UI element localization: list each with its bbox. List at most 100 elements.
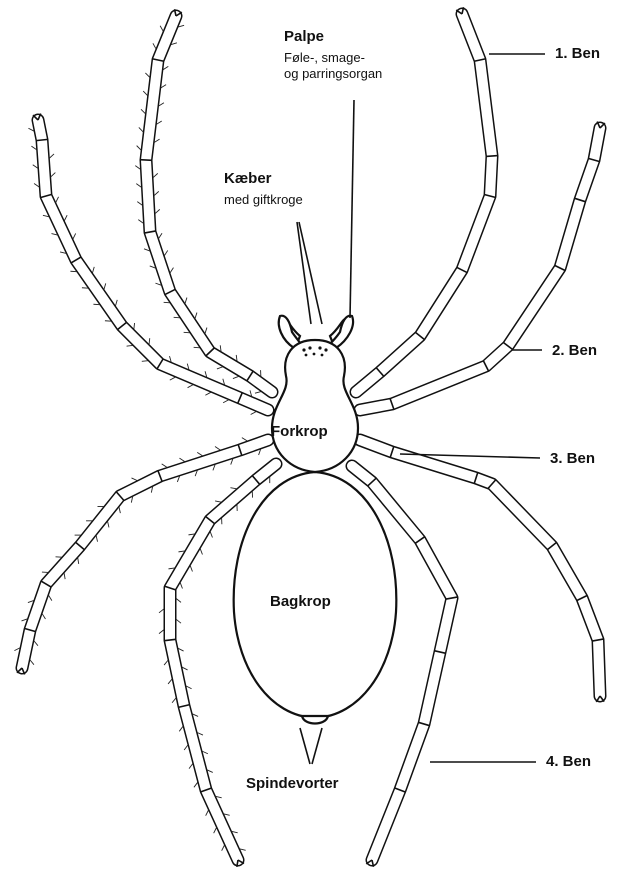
leg-1-left-hair xyxy=(170,268,173,273)
leg-2-left-hair xyxy=(149,338,150,344)
leg-4-left-hair xyxy=(194,782,198,787)
leg-1-left-hair xyxy=(195,313,197,319)
label-kaeber-desc: med giftkroge xyxy=(224,193,303,208)
leader-kaeber-b xyxy=(299,222,322,324)
leader-spindevorter-b xyxy=(312,728,322,764)
leg-3-left-hair xyxy=(48,595,51,600)
leg-4-left-hair xyxy=(206,810,209,816)
leg-3-left-hair xyxy=(215,447,220,451)
leg-3-left-hair xyxy=(132,478,138,481)
leg-2-left-hair xyxy=(170,377,176,380)
label-ben-1: 1. Ben xyxy=(555,45,600,62)
leg-4-left-hair xyxy=(179,726,183,731)
leg-2-left-hair xyxy=(142,361,148,362)
leg-2-right xyxy=(360,128,600,410)
leg-3-left-hair xyxy=(64,573,65,579)
label-palpe: Palpe xyxy=(284,28,324,45)
leg-1-left-hair xyxy=(160,26,163,32)
leg-2-left-hair xyxy=(73,233,76,239)
leg-4-left-hair xyxy=(222,845,225,851)
leg-1-left-hair xyxy=(136,184,141,188)
leg-2-left-hair xyxy=(56,197,59,203)
leg-4-left-hair xyxy=(159,630,164,634)
leg-4-left-hair xyxy=(168,679,172,684)
leg-1-left-hair xyxy=(164,302,170,303)
leg-2-left-hair xyxy=(188,385,194,388)
label-palpe-desc-1: Føle-, smage- xyxy=(284,51,365,66)
leg-1-left-hair xyxy=(137,202,142,206)
leg-1-left-hair xyxy=(217,367,223,369)
label-ben-2: 2. Ben xyxy=(552,342,597,359)
leg-1-left-hair xyxy=(174,317,180,318)
leg-1-left-hair xyxy=(233,376,239,378)
leg-4-left-hair xyxy=(230,488,236,489)
leg-4-left-hair xyxy=(176,598,181,602)
leg-4-left-hair xyxy=(190,566,192,572)
leg-1-left-hair xyxy=(255,392,261,394)
leg-2-left-hair xyxy=(223,400,229,403)
leader-spindevorter-a xyxy=(300,728,310,764)
leg-3-left-hair xyxy=(30,660,34,665)
leg-1-left-hair xyxy=(138,220,143,224)
leg-4-left-hair xyxy=(176,619,181,623)
leg-2-left-hair xyxy=(51,173,56,177)
leg-1-left-joint xyxy=(140,160,152,161)
leg-2-left-hair xyxy=(134,323,135,329)
leg-1-left-hair xyxy=(184,332,190,333)
leg-1-left-hair xyxy=(155,209,160,213)
leg-2-left-hair xyxy=(31,146,36,150)
label-spindevorter: Spindevorter xyxy=(246,775,339,792)
leg-1-left-hair xyxy=(153,173,158,177)
leg-1-left-hair xyxy=(139,127,143,132)
leg-4-left-hair xyxy=(189,764,193,769)
leg-3-left-hair xyxy=(197,452,202,456)
leg-1-left-hair xyxy=(194,347,200,348)
leg-3-left-hair xyxy=(179,458,184,462)
leg-3-right xyxy=(360,440,600,696)
leader-palpe xyxy=(350,100,354,318)
leg-3-left-hair xyxy=(34,641,38,646)
leg-4-left-hair xyxy=(180,583,182,589)
leg-2-left-hair xyxy=(33,165,38,169)
leg-1-left-hair xyxy=(153,43,156,49)
label-palpe-desc-2: og parringsorgan xyxy=(284,67,382,82)
leg-2-left-hair xyxy=(251,412,257,415)
leg-1-left-hair xyxy=(141,109,145,114)
leg-4-left-hair xyxy=(214,827,217,833)
leg-4-left-hair xyxy=(172,698,176,703)
leg-2-left-hair xyxy=(115,300,117,306)
leg-2-left-hair xyxy=(64,215,67,221)
leg-1-left-hair xyxy=(185,298,187,304)
label-bagkrop: Bagkrop xyxy=(270,593,331,610)
leg-3-left-hair xyxy=(78,558,79,564)
leg-2-left-hair xyxy=(205,392,211,395)
leader-kaeber-a xyxy=(297,222,311,324)
leg-3-left xyxy=(22,440,268,668)
leg-4-left-hair xyxy=(215,501,221,502)
leg-1-left-hair xyxy=(205,328,207,334)
leg-4-left-hair xyxy=(200,549,202,555)
leg-4-left-hair xyxy=(159,609,164,613)
leg-3-left-hair xyxy=(119,507,120,513)
leg-2-left-hair xyxy=(49,154,54,158)
label-kaeber: Kæber xyxy=(224,170,272,187)
leg-3-left-hair xyxy=(242,438,247,441)
leg-1-left-hair xyxy=(159,233,162,238)
leg-3-left-hair xyxy=(96,535,97,541)
leg-1-left-hair xyxy=(164,250,167,255)
label-forkrop: Forkrop xyxy=(271,423,328,440)
label-ben-3: 3. Ben xyxy=(550,450,595,467)
leg-1-left-hair xyxy=(137,146,141,151)
leg-1-right-joint xyxy=(486,156,498,157)
leg-2-left-hair xyxy=(104,283,106,289)
leg-1-left-hair xyxy=(145,73,149,78)
leg-2-left-hair xyxy=(34,183,39,187)
label-ben-4: 4. Ben xyxy=(546,753,591,770)
leg-3-left-hair xyxy=(108,521,109,527)
leg-4-left-hair xyxy=(210,532,212,538)
leg-2-left-hair xyxy=(127,345,133,346)
spinnerets xyxy=(302,716,328,724)
leg-3-left-hair xyxy=(42,614,45,619)
leg-4-left-hair xyxy=(184,745,188,750)
